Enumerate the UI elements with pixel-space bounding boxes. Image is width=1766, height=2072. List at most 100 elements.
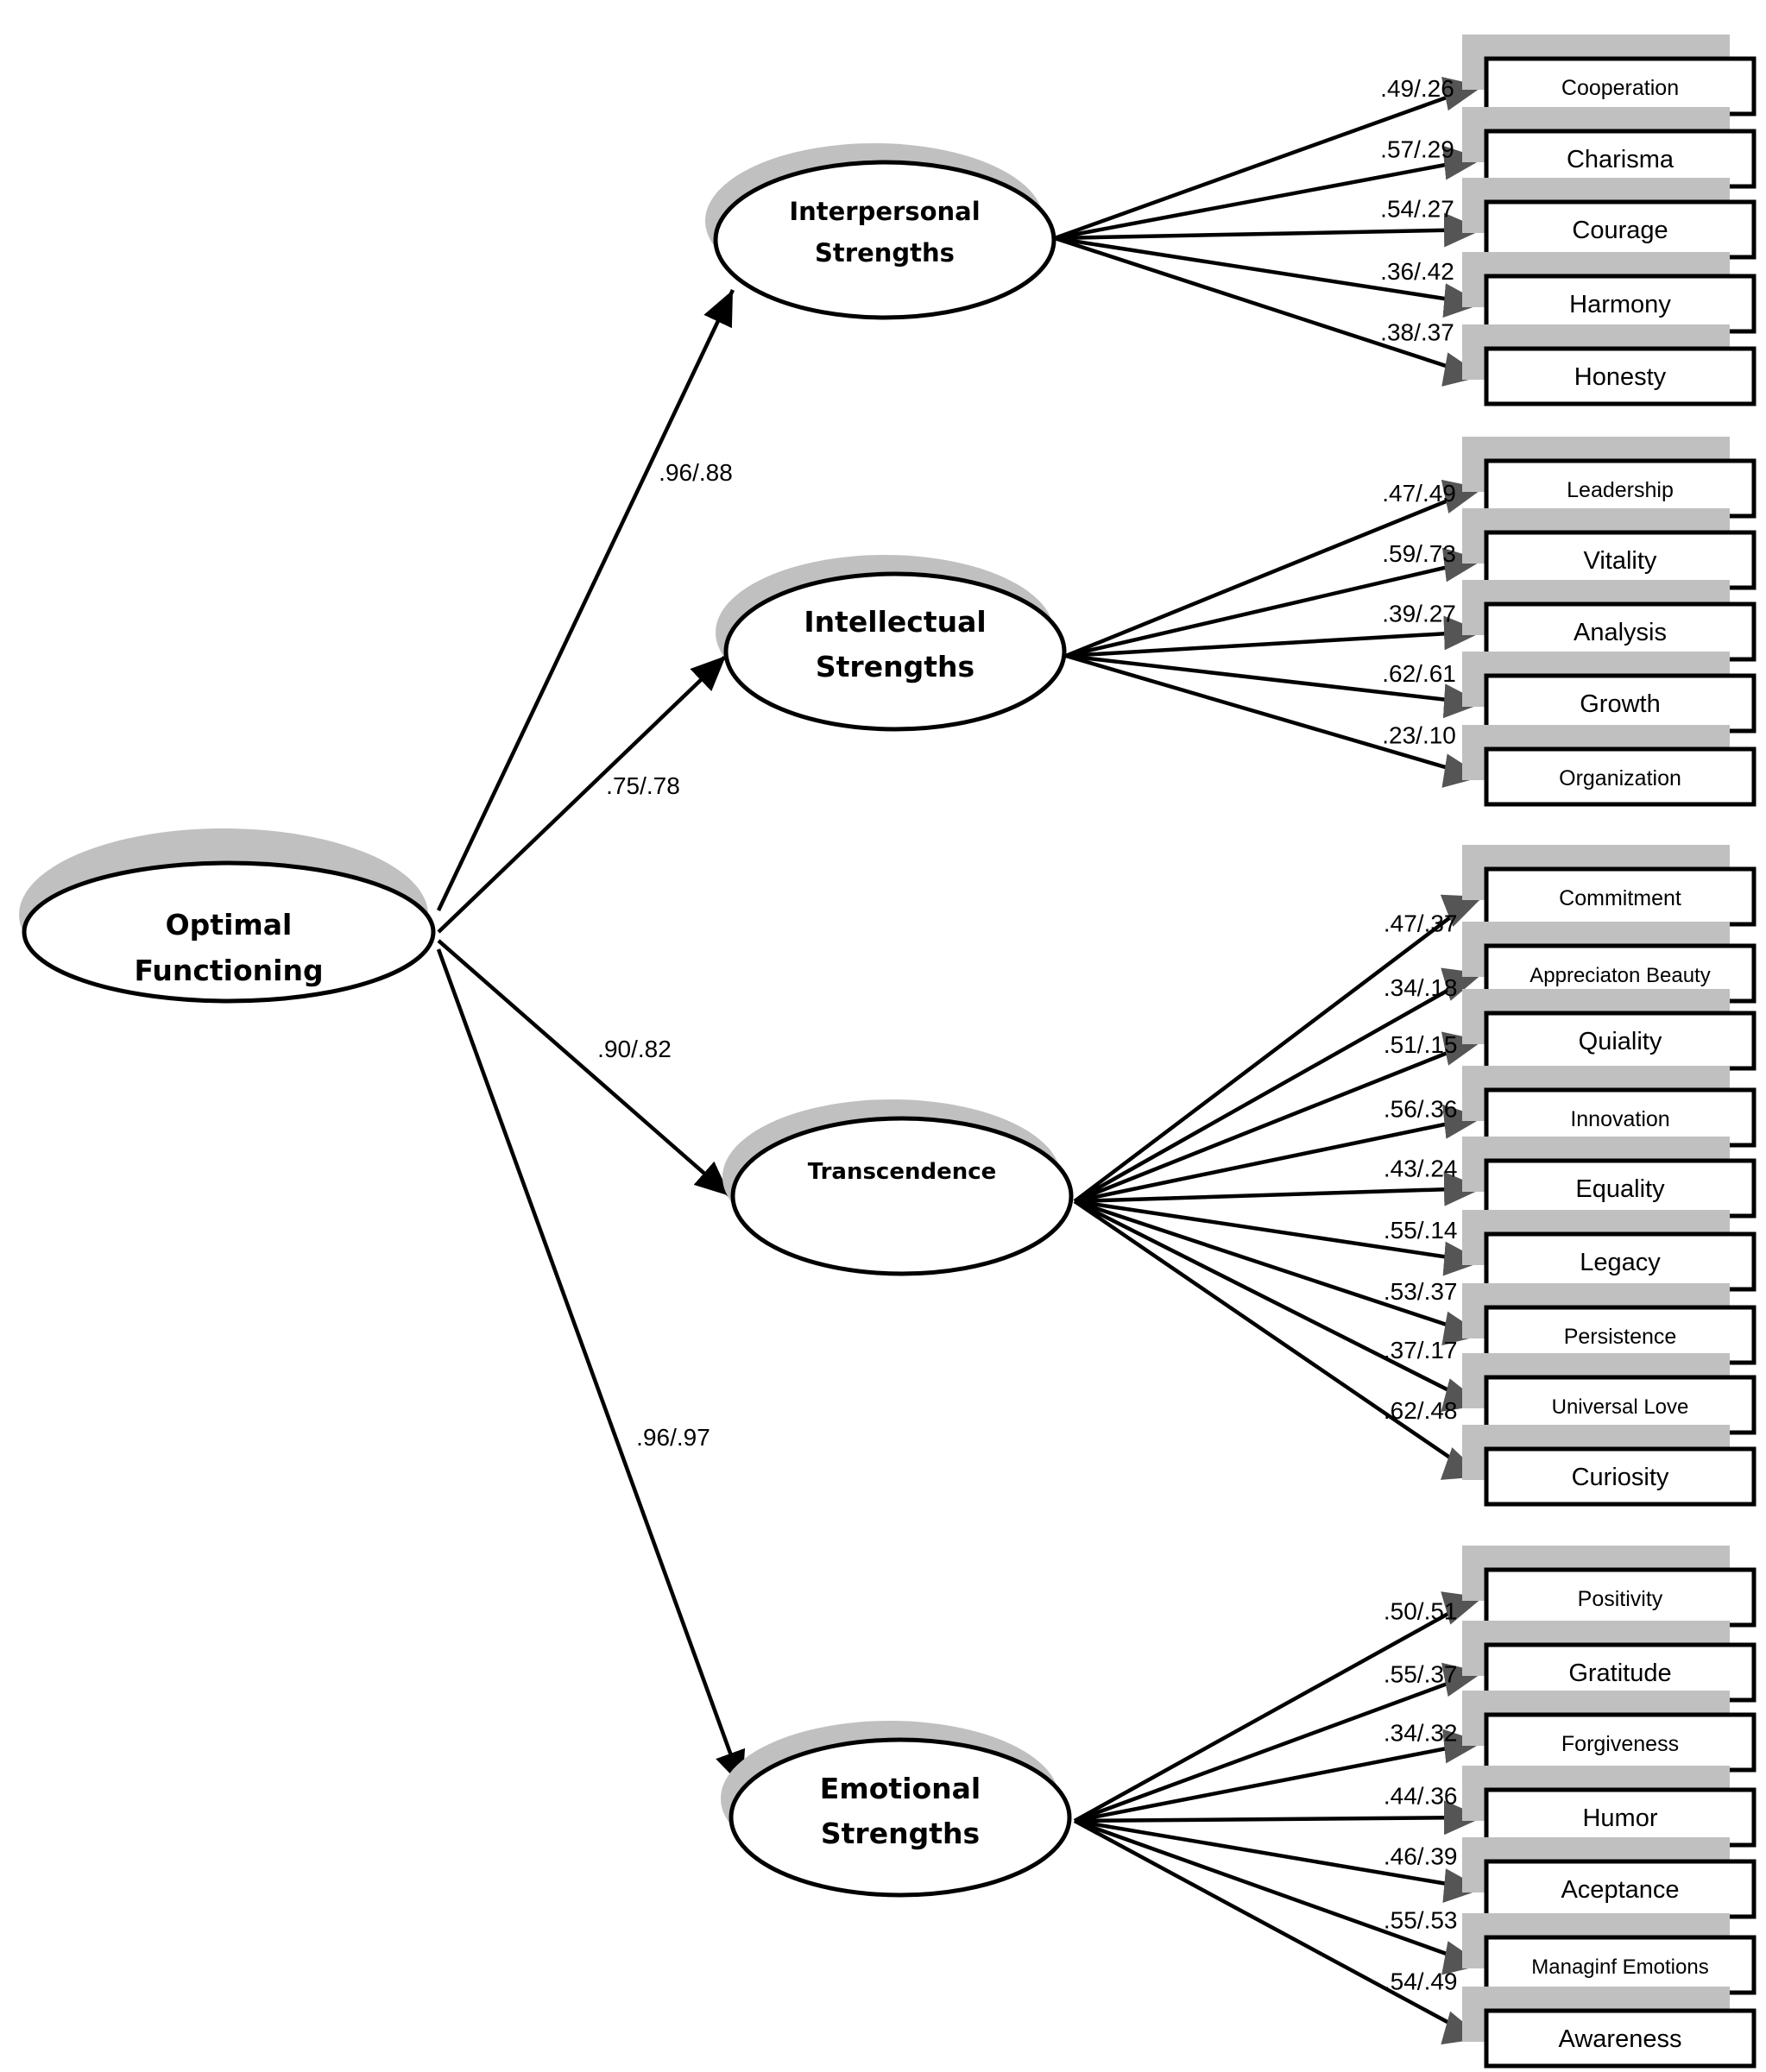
loading-label: .36/.42: [1380, 258, 1454, 285]
indicator-box: [1484, 601, 1757, 662]
indicator-label: Gratitude: [1568, 1659, 1671, 1687]
loading-line: [1054, 236, 1479, 306]
indicator-charisma: Charisma: [1462, 107, 1757, 189]
indicator-curiosity: Curiosity: [1462, 1425, 1757, 1507]
indicator-box: [1484, 1859, 1757, 1919]
loading-line: [1065, 653, 1479, 706]
indicator-label: Managinf Emotions: [1531, 1955, 1708, 1979]
path-to-transcendence: [437, 939, 732, 1198]
loading-label: .34/.18: [1384, 974, 1458, 1001]
loading-line: [1073, 972, 1479, 1203]
loading-label: .47/.49: [1382, 480, 1456, 507]
loading-line: [1074, 1199, 1479, 1338]
node-ellipse: [728, 1737, 1072, 1898]
indicator-humor: Humor: [1462, 1766, 1757, 1848]
loading-label: .38/.37: [1380, 318, 1454, 345]
indicator-aceptance: Aceptance: [1462, 1837, 1757, 1919]
node-ellipse: [730, 1116, 1074, 1276]
loading-line: [1074, 1115, 1479, 1204]
loading-label: .55/.14: [1384, 1217, 1458, 1244]
path-to-intellectual: [437, 654, 728, 934]
loading-label: .55/.53: [1384, 1906, 1458, 1933]
loading-line: [1074, 1038, 1479, 1204]
indicator-cooperation: Cooperation: [1462, 35, 1757, 117]
indicator-label: Leadership: [1567, 478, 1674, 502]
node-title-line-1: Interpersonal: [789, 197, 980, 226]
path-to-interpersonal: [436, 289, 735, 911]
loading-label: .62/.48: [1384, 1397, 1458, 1424]
indicator-label: Aceptance: [1561, 1876, 1679, 1904]
loading-line: [1054, 236, 1479, 379]
indicator-label: Appreciaton Beauty: [1529, 964, 1710, 987]
latent-transcendence: Transcendence: [722, 1099, 1074, 1276]
loading-label: .56/.36: [1384, 1096, 1458, 1123]
loading-label: .47/.37: [1384, 910, 1458, 936]
indicator-label: Honesty: [1574, 363, 1667, 391]
indicator-label: Harmony: [1569, 291, 1671, 318]
nodes-layer: OptimalFunctioningInterpersonalStrengths…: [19, 35, 1757, 2069]
indicator-awareness: Awareness: [1462, 1987, 1757, 2069]
loading-line: [1054, 84, 1479, 241]
loading-label: .39/.27: [1382, 600, 1456, 627]
loading-label: .46/.39: [1384, 1842, 1458, 1869]
loading-line: [1074, 1815, 1479, 1823]
indicator-box: [1484, 1231, 1757, 1292]
indicator-forgiveness: Forgiveness: [1462, 1691, 1757, 1773]
indicator-commitment: Commitment: [1462, 845, 1757, 927]
loading-label: .37/.17: [1384, 1337, 1458, 1363]
indicator-innovation: Innovation: [1462, 1066, 1757, 1148]
loading-label: .34/.32: [1384, 1720, 1458, 1747]
loading-line: [1073, 1200, 1479, 1478]
indicator-universal-love: Universal Love: [1462, 1353, 1757, 1435]
loading-label: .59/.73: [1382, 540, 1456, 567]
indicator-label: Legacy: [1580, 1249, 1661, 1276]
indicator-leadership: Leadership: [1462, 437, 1757, 519]
indicator-positivity: Positivity: [1462, 1546, 1757, 1628]
indicator-growth: Growth: [1462, 652, 1757, 734]
loading-line: [1073, 895, 1479, 1203]
loading-label: .50/.51: [1384, 1597, 1458, 1624]
indicator-label: Cooperation: [1561, 76, 1679, 100]
loading-line: [1074, 1818, 1479, 1968]
path-label-interpersonal: .96/.88: [659, 459, 733, 486]
indicator-box: [1484, 2008, 1757, 2069]
path-label-transcendence: .90/.82: [597, 1036, 672, 1062]
loading-line: [1074, 1186, 1479, 1204]
path-to-emotional: [436, 948, 746, 1787]
node-title-line-1: Optimal: [166, 908, 293, 942]
loading-label: .62/.61: [1382, 660, 1456, 687]
indicator-label: Charisma: [1567, 146, 1675, 173]
indicator-box: [1484, 1787, 1757, 1848]
loading-line: [1073, 1199, 1479, 1408]
loading-line: [1065, 557, 1479, 658]
indicator-label: Organization: [1559, 766, 1681, 790]
indicator-box: [1484, 1446, 1757, 1507]
loading-line: [1073, 1819, 1479, 2040]
indicator-label: Universal Love: [1552, 1395, 1689, 1419]
loading-line: [1073, 1596, 1479, 1823]
loading-label: .54/.49: [1384, 1968, 1458, 1995]
loading-label: .43/.24: [1384, 1155, 1458, 1181]
indicator-gratitude: Gratitude: [1462, 1621, 1757, 1703]
indicator-box: [1484, 346, 1757, 406]
loading-label: .23/.10: [1382, 722, 1456, 749]
path-label-emotional: .96/.97: [636, 1424, 710, 1451]
node-ellipse: [22, 860, 436, 1004]
loading-label: .55/.37: [1384, 1661, 1458, 1688]
node-ellipse: [723, 571, 1067, 732]
indicator-harmony: Harmony: [1462, 252, 1757, 334]
indicator-honesty: Honesty: [1462, 324, 1757, 406]
loading-line: [1074, 1740, 1479, 1823]
indicator-box: [1484, 1375, 1757, 1435]
node-title-line-1: Transcendence: [808, 1159, 997, 1185]
indicator-vitality: Vitality: [1462, 508, 1757, 590]
indicator-label: Forgiveness: [1561, 1732, 1679, 1756]
indicator-label: Equality: [1575, 1175, 1665, 1203]
loading-label: .54/.27: [1380, 196, 1454, 223]
node-title-line-2: Functioning: [134, 954, 323, 987]
indicator-label: Courage: [1572, 217, 1668, 244]
indicator-box: [1484, 56, 1757, 117]
loading-line: [1074, 1670, 1479, 1823]
loading-label: .57/.29: [1380, 136, 1454, 163]
